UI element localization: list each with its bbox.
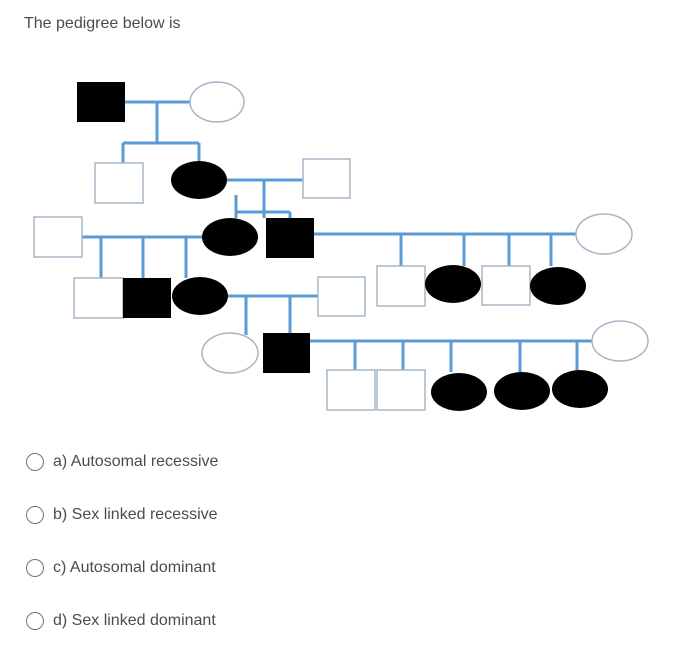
affected-male-icon xyxy=(263,333,310,373)
affected-female-icon xyxy=(552,370,608,408)
unaffected-male-icon xyxy=(481,265,531,306)
option-c-label[interactable]: c) Autosomal dominant xyxy=(53,559,216,576)
affected-female-icon xyxy=(202,218,258,256)
affected-female-icon xyxy=(171,161,227,199)
option-d-label[interactable]: d) Sex linked dominant xyxy=(53,612,216,629)
option-a[interactable]: a) Autosomal recessive xyxy=(26,451,426,473)
unaffected-male-icon xyxy=(376,369,426,411)
unaffected-male-icon xyxy=(94,162,144,204)
answer-options: a) Autosomal recessive b) Sex linked rec… xyxy=(26,451,426,663)
option-b-label[interactable]: b) Sex linked recessive xyxy=(53,506,218,523)
affected-female-icon xyxy=(530,267,586,305)
affected-male-icon xyxy=(266,218,314,258)
unaffected-male-icon xyxy=(317,276,366,317)
unaffected-male-icon xyxy=(33,216,83,258)
question-prompt: The pedigree below is xyxy=(24,15,181,32)
unaffected-female-icon xyxy=(201,332,259,374)
unaffected-female-icon xyxy=(189,81,245,123)
unaffected-male-icon xyxy=(326,369,376,411)
radio-button-option-b[interactable] xyxy=(26,506,44,524)
affected-male-icon xyxy=(123,278,171,318)
option-b[interactable]: b) Sex linked recessive xyxy=(26,504,426,526)
unaffected-male-icon xyxy=(376,265,426,307)
affected-female-icon xyxy=(431,373,487,411)
unaffected-male-icon xyxy=(302,158,351,199)
option-d[interactable]: d) Sex linked dominant xyxy=(26,610,426,632)
affected-male-icon xyxy=(77,82,125,122)
affected-female-icon xyxy=(172,277,228,315)
unaffected-male-icon xyxy=(73,277,124,319)
pedigree-lines xyxy=(82,100,595,372)
radio-button-option-c[interactable] xyxy=(26,559,44,577)
radio-button-option-d[interactable] xyxy=(26,612,44,630)
affected-female-icon xyxy=(425,265,481,303)
option-a-label[interactable]: a) Autosomal recessive xyxy=(53,453,219,470)
unaffected-female-icon xyxy=(591,320,649,362)
option-c[interactable]: c) Autosomal dominant xyxy=(26,557,426,579)
pedigree-diagram xyxy=(33,81,649,411)
radio-button-option-a[interactable] xyxy=(26,453,44,471)
affected-female-icon xyxy=(494,372,550,410)
unaffected-female-icon xyxy=(575,213,633,255)
